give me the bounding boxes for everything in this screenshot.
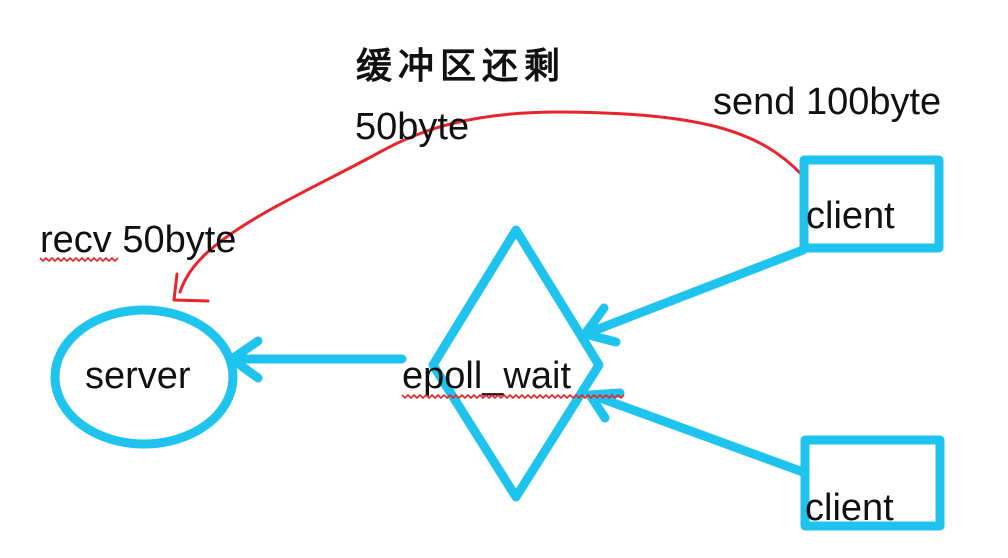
- send-label: send 100byte: [713, 81, 941, 123]
- server-node: [50, 305, 238, 449]
- arrow-client-bottom-to-epoll: [585, 388, 808, 477]
- client-top-box: [799, 155, 944, 253]
- send-curve: [178, 110, 805, 294]
- client-top-label: client: [806, 195, 895, 237]
- epoll-wait-diamond: [428, 225, 604, 502]
- send-annotation-arrow: [172, 110, 805, 303]
- recv-spellcheck-underline: [39, 256, 119, 263]
- arrow-epoll-to-server: [227, 336, 407, 383]
- server-label: server: [85, 355, 191, 397]
- buffer-remaining-label: 缓冲区还剩: [356, 45, 566, 87]
- epoll-spellcheck-underline: [401, 393, 625, 400]
- recv-label: recv 50byte: [40, 219, 236, 261]
- client-bottom-label: client: [805, 487, 894, 529]
- send-arrowhead: [172, 272, 210, 303]
- arrow-client-top-to-epoll: [580, 245, 808, 347]
- buffer-amount-label: 50byte: [355, 106, 469, 148]
- client-bottom-box: [800, 435, 945, 531]
- epoll-wait-label: epoll_wait: [402, 355, 571, 397]
